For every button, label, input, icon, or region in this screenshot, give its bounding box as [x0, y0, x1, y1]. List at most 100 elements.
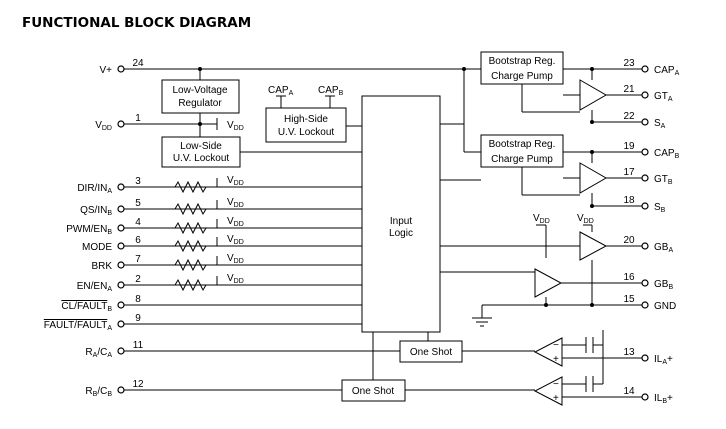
pin-12-terminal [117, 386, 125, 394]
pin-21-number: 21 [623, 84, 635, 95]
pin-8: 8CL/FAULTB [61, 294, 141, 313]
pin-8-terminal [117, 301, 125, 309]
comparator-b [533, 376, 563, 406]
junction-dots [198, 67, 594, 307]
pin-19-number: 19 [623, 141, 635, 152]
pin-16-label: GBB [654, 279, 673, 291]
block-bootstrap-b: Bootstrap Reg. Charge Pump [480, 134, 564, 168]
pin-18-terminal [641, 202, 649, 210]
pullup-resistors [174, 180, 217, 292]
comparator-a [533, 337, 563, 367]
pin-24-number: 24 [132, 58, 144, 69]
gate-drivers [534, 79, 608, 298]
pin-11-terminal [117, 347, 125, 355]
block-input-logic: Input Logic [361, 95, 441, 333]
pin-2-number: 2 [135, 274, 141, 285]
cap-a-internal-label: CAPA [268, 85, 294, 97]
block-lv-regulator: Low-Voltage Regulator [161, 79, 240, 114]
pin-2-label: EN/ENA [77, 281, 113, 293]
vdd-label-driver-a: VDD [577, 213, 594, 225]
pin-9-number: 9 [135, 313, 141, 324]
pin-14-number: 14 [623, 386, 635, 397]
pin-14-label: ILB+ [654, 393, 673, 405]
diagram-title: FUNCTIONAL BLOCK DIAGRAM [22, 15, 251, 31]
pin-4-number: 4 [135, 217, 141, 228]
pin-23-number: 23 [623, 58, 635, 69]
current-comparators: − + − + [533, 337, 563, 406]
svg-text:Input: Input [390, 216, 412, 227]
pin-8-label: CL/FAULTB [61, 301, 112, 313]
svg-text:Low-Voltage: Low-Voltage [172, 85, 227, 96]
vdd-label-r3: VDD [227, 216, 244, 228]
pin-2-terminal [117, 281, 125, 289]
pin-24: 24V+ [99, 58, 144, 76]
svg-text:Bootstrap Reg.: Bootstrap Reg. [489, 56, 556, 67]
right-pins: 23CAPA21GTA22SA19CAPB17GTB18SB20GBA16GBB… [614, 58, 680, 405]
pin-18-number: 18 [623, 195, 635, 206]
pin-15-terminal [641, 301, 649, 309]
pin-17-label: GTB [654, 174, 673, 186]
pin-17-number: 17 [623, 167, 635, 178]
svg-text:One Shot: One Shot [410, 347, 452, 358]
pin-11-number: 11 [133, 340, 144, 351]
pin-6-label: MODE [82, 242, 112, 253]
pin-22-number: 22 [623, 111, 635, 122]
pin-7-label: BRK [91, 261, 112, 272]
pin-20-terminal [641, 242, 649, 250]
pin-1-label: VDD [95, 120, 112, 132]
pin-6-terminal [117, 242, 125, 250]
pin-23-terminal [641, 65, 649, 73]
pin-17-terminal [641, 174, 649, 182]
pin-2: 2EN/ENA [77, 274, 141, 293]
svg-text:Bootstrap Reg.: Bootstrap Reg. [489, 139, 556, 150]
pin-22-terminal [641, 118, 649, 126]
pin-21-terminal [641, 91, 649, 99]
pin-7-terminal [117, 261, 125, 269]
pin-9-terminal [117, 320, 125, 328]
pin-16-number: 16 [623, 272, 635, 283]
comparator-b-minus: − [553, 379, 559, 390]
svg-text:Charge Pump: Charge Pump [491, 71, 553, 82]
driver-gt-b [579, 162, 608, 194]
pin-21-label: GTA [654, 91, 673, 103]
pin-12-label: RB/CB [85, 386, 112, 398]
pin-11-label: RA/CA [85, 347, 112, 359]
driver-gt-a [579, 79, 608, 111]
cap-b-internal-label: CAPB [318, 85, 344, 97]
pin-13-label: ILA+ [654, 354, 673, 366]
comparator-b-plus: + [553, 393, 559, 404]
pin-6-number: 6 [135, 235, 141, 246]
pin-20-number: 20 [623, 235, 635, 246]
block-ls-lockout: Low-Side U.V. Lockout [161, 136, 241, 168]
svg-text:Low-Side: Low-Side [180, 141, 222, 152]
pin-13-terminal [641, 354, 649, 362]
pin-16-terminal [641, 279, 649, 287]
pin-1-number: 1 [135, 113, 141, 124]
pin-5: 5QS/INB [80, 198, 141, 217]
svg-text:Charge Pump: Charge Pump [491, 154, 553, 165]
vdd-label-reg: VDD [227, 120, 244, 132]
block-hs-lockout: High-Side U.V. Lockout [265, 107, 347, 143]
svg-text:Logic: Logic [389, 228, 413, 239]
comparator-a-plus: + [553, 354, 559, 365]
block-one-shot-b: One Shot [341, 379, 406, 402]
driver-gb-a [579, 231, 608, 261]
vdd-label-driver-b: VDD [533, 213, 550, 225]
